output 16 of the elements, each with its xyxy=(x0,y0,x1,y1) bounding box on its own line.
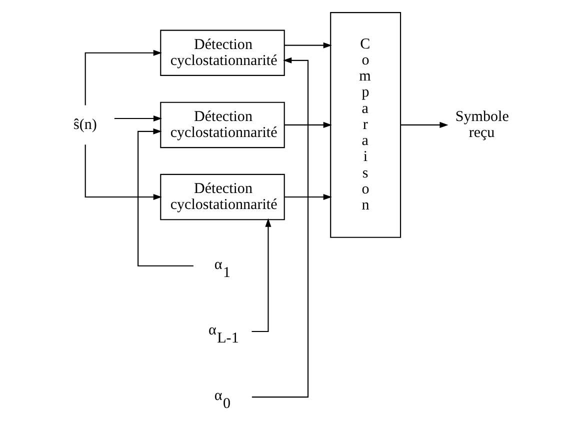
arrow xyxy=(252,218,272,332)
arrow xyxy=(400,122,448,128)
arrow xyxy=(84,144,162,200)
arrow xyxy=(84,50,162,106)
node-box: Comparaison xyxy=(330,12,402,238)
node-text: Symbole reçu xyxy=(455,108,509,141)
arrow xyxy=(114,115,162,122)
arrow xyxy=(284,122,332,128)
node-box: Détection cyclostationnarité xyxy=(160,174,285,220)
arrow xyxy=(284,42,332,48)
arrow xyxy=(138,128,194,266)
node-box: Détection cyclostationnarité xyxy=(160,30,285,76)
node-box: Détection cyclostationnarité xyxy=(160,102,285,148)
arrow xyxy=(284,194,332,200)
arrow xyxy=(252,57,309,398)
node-text: ŝ(n) xyxy=(74,116,97,133)
